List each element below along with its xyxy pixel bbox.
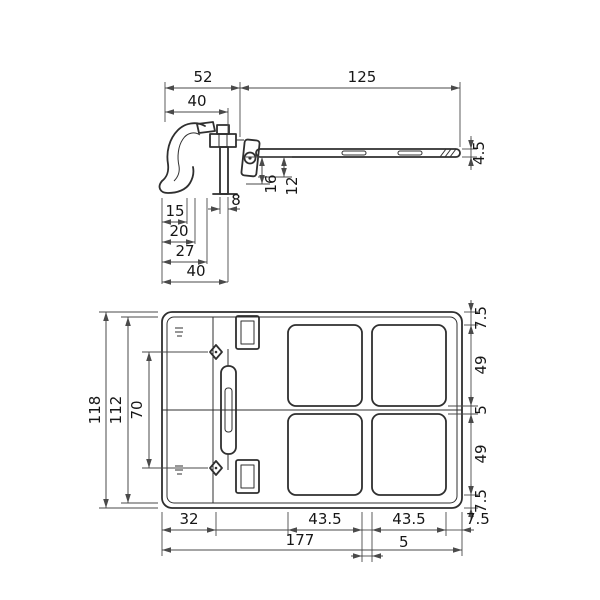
dim-label-27: 27 xyxy=(175,242,194,260)
dim-label-5-gap: 5 xyxy=(399,533,409,551)
keeper-bottom xyxy=(235,459,260,494)
hook-outline xyxy=(158,122,206,194)
front-view-dimensions: 118 112 70 7.5 49 5 49 7.5 xyxy=(86,300,490,562)
hook-inner-line xyxy=(173,132,201,182)
dim-label-5-right: 5 xyxy=(472,405,490,415)
front-view-part xyxy=(161,311,463,509)
dim-label-7-5-top: 7.5 xyxy=(472,306,490,330)
dim-label-118: 118 xyxy=(86,396,104,425)
dim-label-43-5-right: 43.5 xyxy=(392,510,425,528)
dim-label-49-top: 49 xyxy=(472,355,490,374)
window-top-right xyxy=(371,324,447,407)
dim-label-4-5: 4.5 xyxy=(470,141,488,165)
dim-label-43-5-left: 43.5 xyxy=(308,510,341,528)
arm-bar xyxy=(255,148,461,158)
dim-label-40-bottom: 40 xyxy=(186,262,205,280)
dim-label-52: 52 xyxy=(193,68,212,86)
dim-label-7-5-bottom: 7.5 xyxy=(472,489,490,513)
bolt-nut xyxy=(209,133,237,148)
dim-label-70: 70 xyxy=(128,400,146,419)
keeper-plate xyxy=(240,138,261,178)
window-top-left xyxy=(287,324,363,407)
hook-tab xyxy=(196,121,216,134)
arm-slot-left xyxy=(341,150,367,156)
dim-label-16: 16 xyxy=(262,174,280,193)
stamp-mark-bottom xyxy=(175,465,183,475)
dim-label-125: 125 xyxy=(348,68,377,86)
window-bottom-left xyxy=(287,413,363,496)
dim-label-32: 32 xyxy=(179,510,198,528)
keeper-hole xyxy=(243,151,257,165)
dim-label-7-5-margin: 7.5 xyxy=(466,510,490,528)
top-view-dimensions: 52 125 40 4.5 16 12 8 15 20 27 xyxy=(161,68,488,285)
arm-slot-right xyxy=(397,150,423,156)
window-bottom-right xyxy=(371,413,447,496)
keeper-top xyxy=(235,315,260,350)
dim-label-20: 20 xyxy=(169,222,188,240)
dim-label-112: 112 xyxy=(107,396,125,425)
dim-label-15: 15 xyxy=(165,202,184,220)
pivot-diamond-top xyxy=(209,344,223,360)
bolt-shaft xyxy=(219,146,229,195)
pivot-diamond-bottom xyxy=(209,460,223,476)
top-view-part xyxy=(158,121,461,195)
dim-label-8: 8 xyxy=(231,191,241,209)
dim-label-49-bottom: 49 xyxy=(472,444,490,463)
stamp-mark-top xyxy=(175,327,183,337)
dim-label-177: 177 xyxy=(286,531,315,549)
arm-end-hatch xyxy=(439,148,457,158)
dim-label-12: 12 xyxy=(283,176,301,195)
dim-label-40-top: 40 xyxy=(187,92,206,110)
bolt-head xyxy=(216,124,230,135)
